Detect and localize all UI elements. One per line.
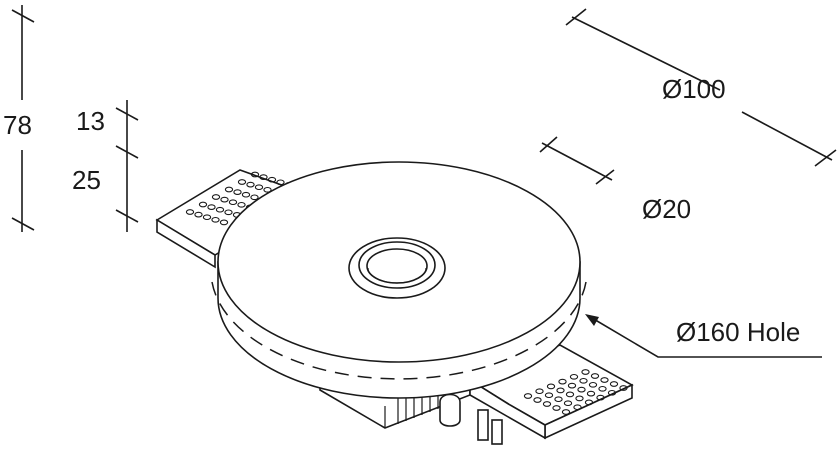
bracket-hole — [267, 176, 277, 183]
bracket-hole — [567, 382, 577, 389]
dim-label-20: Ø20 — [642, 194, 691, 224]
bracket-hole — [607, 389, 617, 396]
bracket-hole — [552, 405, 561, 411]
bracket-hole — [586, 390, 596, 397]
bracket-hole — [276, 179, 285, 186]
bracket-hole — [569, 373, 579, 380]
tick-top — [11, 9, 35, 23]
bracket-hole — [596, 394, 605, 401]
bracket-hole — [556, 387, 565, 394]
tick-13-top — [115, 107, 139, 121]
cable-coil — [439, 393, 461, 427]
dim-label-100: Ø100 — [662, 74, 726, 104]
bracket-hole — [198, 201, 208, 208]
dim-hole-leader: Ø160 Hole — [585, 314, 822, 358]
bracket-hole — [561, 409, 571, 415]
bracket-hole — [233, 189, 242, 195]
bracket-hole — [575, 395, 584, 402]
tick-100-b — [814, 149, 837, 167]
bracket-hole — [211, 216, 220, 223]
bracket-hole — [219, 219, 229, 226]
dim-label-25: 25 — [72, 165, 101, 195]
dim-inner-diameter: Ø20 — [539, 136, 691, 224]
tick-13-bottom — [115, 145, 139, 159]
bracket-hole — [563, 400, 573, 407]
bracket-hole — [535, 388, 544, 395]
bracket-hole — [542, 401, 552, 407]
bracket-hole — [558, 378, 567, 385]
tick-bottom — [11, 217, 35, 231]
bracket-holes-right — [523, 369, 628, 415]
bracket-hole — [259, 174, 268, 180]
dim-outer-diameter: Ø100 — [565, 8, 837, 167]
bracket-hole — [554, 396, 563, 403]
center-aperture — [348, 237, 446, 299]
bracket-hole — [577, 386, 586, 393]
connector-pin-2 — [491, 419, 503, 445]
bracket-hole — [254, 184, 264, 191]
bracket-holes-left — [185, 171, 294, 226]
bracket-hole — [581, 369, 590, 375]
bracket-hole — [202, 214, 212, 221]
tick-100-a — [565, 8, 587, 26]
bracket-hole — [250, 171, 260, 178]
bracket-hole — [590, 373, 600, 379]
bracket-hole — [246, 181, 255, 188]
bracket-hole — [224, 209, 233, 216]
bracket-hole — [523, 393, 533, 399]
dim-stack-heights: 13 25 — [72, 100, 139, 232]
dim-label-160: Ø160 Hole — [676, 317, 800, 347]
dim-total-height: 78 — [3, 5, 35, 232]
bracket-hole — [215, 206, 225, 213]
bracket-hole — [241, 191, 251, 198]
bracket-hole — [220, 196, 229, 203]
tick-20-b — [595, 169, 615, 185]
bracket-hole — [250, 194, 259, 201]
bracket-hole — [263, 186, 272, 193]
bracket-hole — [546, 383, 556, 390]
dim-label-13: 13 — [76, 106, 105, 136]
bracket-hole — [609, 381, 619, 387]
bracket-hole — [573, 404, 582, 411]
bracket-hole — [584, 399, 594, 406]
bracket-hole — [565, 391, 575, 398]
aperture-shadow — [367, 267, 427, 284]
ceiling-hole-outline — [211, 281, 587, 380]
leader-arrowhead — [585, 314, 599, 326]
bracket-hole — [211, 194, 221, 200]
bracket-hole — [544, 392, 554, 399]
bracket-hole — [588, 381, 598, 388]
bracket-hole — [207, 204, 216, 210]
bracket-hole — [600, 377, 609, 383]
connector-pin-1 — [477, 409, 489, 441]
bracket-hole — [619, 385, 628, 391]
bracket-hole — [533, 397, 542, 403]
left-mounting-bracket — [155, 169, 294, 269]
bracket-hole — [194, 211, 203, 218]
bracket-hole — [579, 377, 588, 384]
bracket-hole — [224, 186, 234, 193]
tick-25-bottom — [115, 209, 139, 223]
dim-label-78: 78 — [3, 110, 32, 140]
bracket-hole — [237, 179, 247, 185]
bracket-hole — [228, 199, 238, 206]
bracket-hole — [237, 201, 246, 208]
bracket-hole — [185, 209, 195, 215]
tick-20-a — [539, 136, 558, 153]
bracket-hole — [598, 385, 607, 392]
